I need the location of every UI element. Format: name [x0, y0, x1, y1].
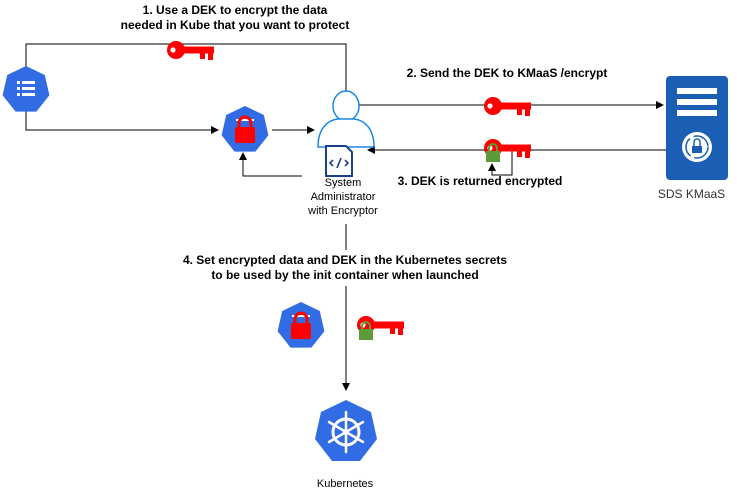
step-1-label: 1. Use a DEK to encrypt the data needed … — [40, 3, 430, 33]
user-icon — [317, 90, 375, 148]
step-4-line-2: to be used by the init container when la… — [211, 268, 479, 282]
helm-wheel-icon — [315, 400, 377, 461]
kmaas-label: SDS KMaaS — [657, 187, 726, 201]
edge-data-to-encrypted — [25, 104, 219, 134]
locked-secret-icon — [221, 106, 269, 152]
server-icon — [666, 76, 728, 180]
edge-data-to-admin — [25, 43, 347, 93]
locked-key-icon — [484, 139, 531, 163]
step-4-line-1: 4. Set encrypted data and DEK in the Kub… — [182, 253, 508, 267]
step-2-label: 2. Send the DEK to KMaaS /encrypt — [406, 66, 608, 80]
locked-secret-icon — [277, 302, 325, 348]
edge-admin-return-loop — [239, 152, 302, 177]
step-1-line-2: needed in Kube that you want to protect — [120, 18, 350, 32]
admin-label-line-2: Administrator — [310, 191, 376, 203]
key-icon — [484, 97, 531, 116]
kubernetes-label: Kubernetes — [316, 478, 374, 490]
step-1-line-1: 1. Use a DEK to encrypt the data — [142, 3, 328, 17]
admin-label-line-3: with Encryptor — [308, 205, 378, 217]
code-file-icon — [325, 145, 353, 177]
admin-label-line-1: System — [324, 177, 362, 189]
edge-encrypted-key-loop — [488, 150, 513, 176]
admin-label: System Administrator with Encryptor — [289, 176, 397, 218]
secret-list-icon — [2, 66, 50, 112]
step-3-label: 3. DEK is returned encrypted — [397, 174, 563, 188]
step-4-label: 4. Set encrypted data and DEK in the Kub… — [150, 253, 540, 283]
locked-key-icon — [357, 316, 404, 341]
